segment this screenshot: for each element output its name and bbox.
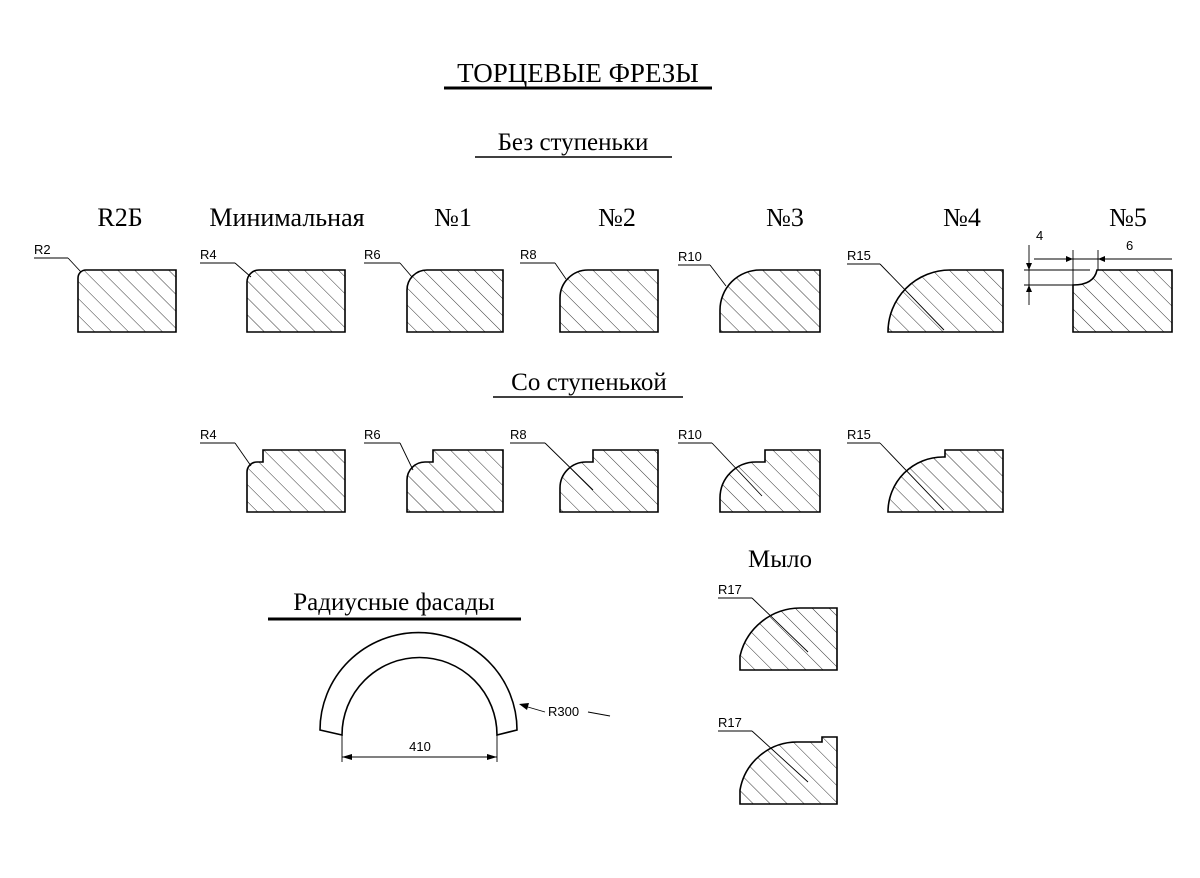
arch-radius-label: R300 [548,704,579,719]
radius-label: R8 [520,247,537,262]
profile-label-4: №4 [943,203,981,232]
section-with-step-heading: Со ступенькой [511,369,667,396]
dimension-height: 4 [1036,228,1043,243]
section-radius-facades-heading: Радиусные фасады [293,589,495,616]
radius-label: R17 [718,715,742,730]
profile-2: R8 [520,247,659,333]
profile-label-r2b: R2Б [97,203,142,232]
radius-label: R10 [678,249,702,264]
radius-label: R15 [847,427,871,442]
profile-4: R15 [847,248,1004,333]
radius-label: R2 [34,242,51,257]
radius-label: R8 [510,427,527,442]
profile-label-1: №1 [434,203,472,232]
profile-step-r10: R10 [678,427,821,513]
radius-facade-arch: 410 R300 [319,631,611,762]
profile-r2b: R2 [34,242,177,333]
profile-label-minimal: Минимальная [209,203,364,232]
profile-soap-2: R17 [718,715,838,805]
profile-soap-1: R17 [718,582,838,671]
profile-1: R6 [364,247,504,333]
radius-label: R4 [200,427,217,442]
profile-minimal: R4 [200,247,346,333]
profile-label-2: №2 [598,203,636,232]
dimension-width: 6 [1126,238,1133,253]
section-no-step-heading: Без ступеньки [498,129,649,156]
profile-step-r15: R15 [847,427,1004,513]
page-title: ТОРЦЕВЫЕ ФРЕЗЫ [457,58,699,88]
profile-label-3: №3 [766,203,804,232]
arch-width-label: 410 [409,739,431,754]
radius-label: R6 [364,427,381,442]
profile-5: 4 6 [1024,228,1173,333]
profile-step-r6: R6 [364,427,504,513]
profile-label-5: №5 [1109,203,1147,232]
radius-label: R6 [364,247,381,262]
radius-label: R15 [847,248,871,263]
radius-label: R10 [678,427,702,442]
radius-label: R17 [718,582,742,597]
profile-step-r4: R4 [200,427,346,513]
radius-label: R4 [200,247,217,262]
profile-3: R10 [678,249,821,333]
section-soap-heading: Мыло [748,546,812,573]
profile-step-r8: R8 [510,427,659,513]
